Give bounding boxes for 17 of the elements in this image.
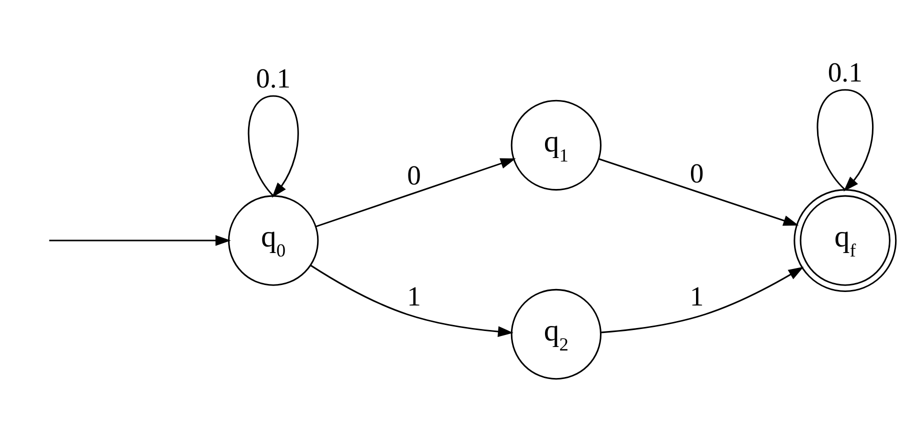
arrow [49,234,231,246]
arrow [816,88,874,191]
node-circle: q$_{0}$ [228,194,319,286]
arrow [316,158,516,227]
arrow [598,158,799,226]
node-circle: q$_{f}$ [794,188,897,292]
edge-label: 1 [407,280,421,312]
node-circle: q$_{2}$ [510,288,602,380]
arrow [248,94,299,198]
edge-label: 0.1 [256,62,291,93]
node-circle: q$_{1}$ [510,99,602,190]
edge-label: 0.1 [828,56,862,87]
arrow [601,266,804,333]
arrow [310,264,514,336]
edge-label: 1 [690,280,704,312]
edge-label: 0 [407,158,421,190]
edge-label: 0 [690,157,704,188]
